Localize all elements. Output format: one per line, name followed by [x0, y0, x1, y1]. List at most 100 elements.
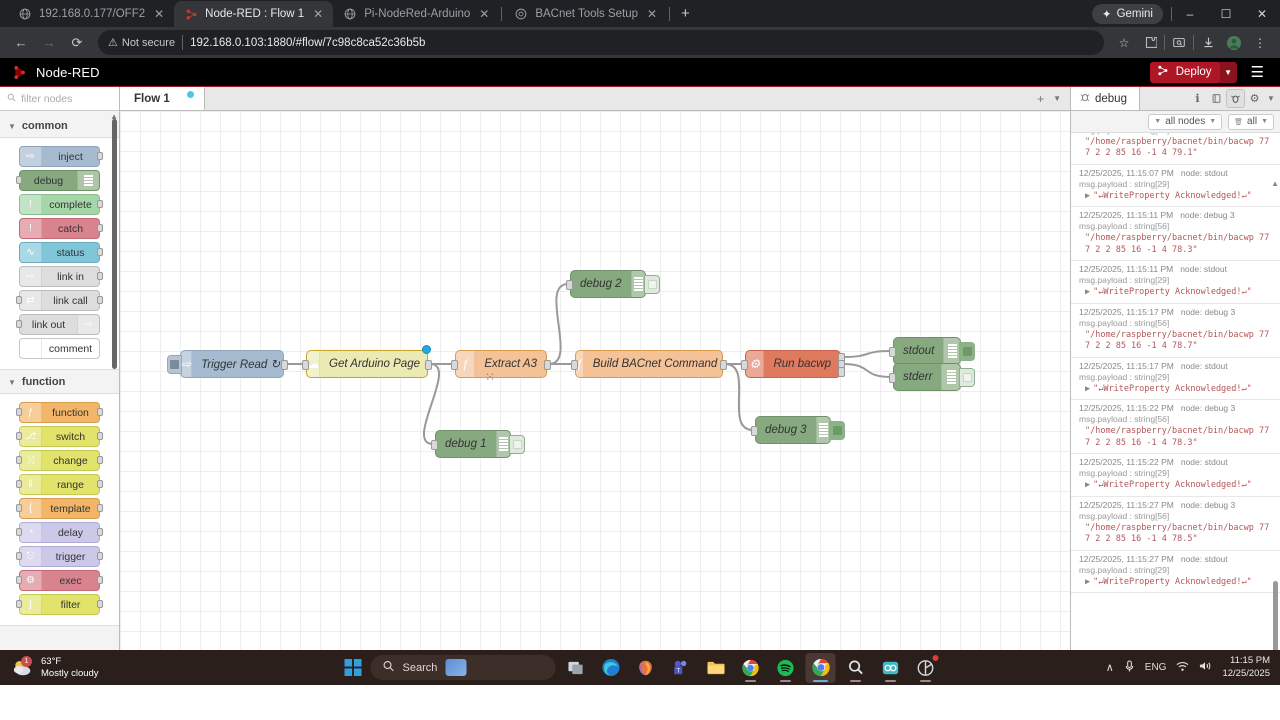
filter-nodes-dropdown[interactable]: ▼ all nodes ▼ — [1148, 113, 1223, 130]
palette-node-input-port[interactable] — [16, 432, 22, 440]
flow-node-input-port[interactable] — [889, 347, 896, 357]
palette-node-input-port[interactable] — [16, 552, 22, 560]
palette-node-input-port[interactable] — [16, 456, 22, 464]
flow-node-stdout[interactable]: stdout — [889, 337, 975, 365]
star-icon[interactable]: ☆ — [1118, 35, 1130, 50]
flow-node-input-port[interactable] — [741, 360, 748, 370]
flow-node-output-port[interactable] — [425, 360, 432, 370]
weather-widget[interactable]: 1 63°F Mostly cloudy — [0, 655, 99, 680]
palette-node-output-port[interactable] — [97, 152, 103, 160]
palette-node-input-port[interactable] — [16, 320, 22, 328]
palette-node-output-port[interactable] — [97, 528, 103, 536]
flow-menu-icon[interactable]: ▼ — [1053, 94, 1061, 103]
debug-toggle-button[interactable] — [509, 435, 525, 454]
palette-node-input-port[interactable] — [16, 528, 22, 536]
palette-node-debug[interactable]: debug — [16, 170, 100, 191]
start-button[interactable] — [340, 655, 366, 681]
flow-tab-flow-1[interactable]: Flow 1 — [120, 87, 205, 110]
chevron-down-icon[interactable]: ▼ — [1267, 94, 1275, 103]
palette-node-link-in[interactable]: ⇨link in — [19, 266, 103, 287]
palette-node-status[interactable]: ∿status — [19, 242, 103, 263]
palette-node-input-port[interactable] — [16, 296, 22, 304]
flow-node-stderr[interactable]: stderr — [889, 363, 975, 391]
tray-overflow-icon[interactable]: ∧ — [1105, 662, 1114, 674]
profile-avatar-icon[interactable] — [1222, 31, 1246, 55]
file-explorer-icon[interactable] — [701, 653, 731, 683]
debug-toggle-button[interactable] — [959, 342, 975, 361]
flow-node-debug-3[interactable]: debug 3 — [751, 416, 845, 444]
copilot-icon[interactable] — [631, 653, 661, 683]
info-icon[interactable]: ℹ — [1195, 93, 1200, 105]
flow-node-debug-2[interactable]: debug 2 — [566, 270, 660, 298]
not-secure-indicator[interactable]: ⚠ Not secure — [108, 36, 175, 50]
search-app-icon[interactable] — [841, 653, 871, 683]
mic-icon[interactable] — [1124, 659, 1135, 676]
palette-category-common[interactable]: ▼common — [0, 114, 119, 137]
expand-arrow-icon[interactable]: ▶ — [1085, 287, 1091, 298]
debug-toggle-button[interactable] — [644, 275, 660, 294]
palette-node-output-port[interactable] — [97, 552, 103, 560]
sidebar-tab-debug[interactable]: debug — [1071, 87, 1140, 110]
maximize-button[interactable]: ☐ — [1220, 6, 1232, 21]
flow-node-input-port[interactable] — [889, 373, 896, 383]
flow-node-input-port[interactable] — [751, 426, 758, 436]
palette-node-output-port[interactable] — [97, 296, 103, 304]
palette-node-range[interactable]: ‖range — [16, 474, 103, 495]
teams-icon[interactable]: T — [666, 653, 696, 683]
chrome-icon[interactable] — [736, 653, 766, 683]
scroll-up-arrow[interactable]: ▲ — [110, 112, 118, 121]
inject-trigger-button[interactable] — [167, 355, 182, 374]
flow-node-input-port[interactable] — [431, 440, 438, 450]
flow-node-debug-1[interactable]: debug 1 — [431, 430, 525, 458]
volume-icon[interactable] — [1199, 660, 1212, 675]
close-icon[interactable]: ✕ — [647, 7, 658, 21]
expand-arrow-icon[interactable]: ▶ — [1085, 190, 1091, 201]
palette-node-catch[interactable]: !catch — [19, 218, 103, 239]
palette-node-delay[interactable]: ◔delay — [16, 522, 103, 543]
flow-node-output-port[interactable] — [720, 360, 727, 370]
deploy-dropdown-button[interactable]: ▼ — [1219, 61, 1237, 83]
expand-arrow-icon[interactable]: ▶ — [1085, 383, 1091, 394]
download-icon[interactable] — [1196, 31, 1220, 55]
palette-node-inject[interactable]: ⇨inject — [19, 146, 103, 167]
debug-scrollbar[interactable] — [1273, 581, 1278, 663]
flow-node-run-bacwp[interactable]: ⚙Run bacwp — [741, 350, 845, 378]
palette-search-input[interactable]: filter nodes — [0, 87, 119, 111]
palette-node-comment[interactable]: ▭comment — [19, 338, 100, 359]
clear-messages-dropdown[interactable]: 🗑 all ▼ — [1228, 113, 1274, 130]
close-icon[interactable]: ✕ — [479, 7, 490, 21]
close-icon[interactable]: ✕ — [154, 7, 165, 21]
palette-node-output-port[interactable] — [97, 224, 103, 232]
close-icon[interactable]: ✕ — [313, 7, 324, 21]
flow-node-input-port[interactable] — [566, 280, 573, 290]
expand-arrow-icon[interactable]: ▶ — [1085, 480, 1091, 491]
add-flow-button[interactable]: + — [1037, 91, 1045, 106]
palette-node-output-port[interactable] — [97, 200, 103, 208]
palette-node-complete[interactable]: !complete — [19, 194, 103, 215]
palette-node-template[interactable]: {template — [16, 498, 103, 519]
task-view-icon[interactable] — [561, 653, 591, 683]
spotify-icon[interactable] — [771, 653, 801, 683]
book-icon[interactable] — [1207, 89, 1226, 108]
palette-node-link-out[interactable]: link out⇨ — [16, 314, 100, 335]
chrome-active-icon[interactable] — [805, 652, 836, 683]
minimize-button[interactable]: – — [1186, 6, 1194, 21]
settings-icon[interactable] — [911, 653, 941, 683]
forward-icon[interactable]: → — [42, 35, 56, 50]
taskbar-clock[interactable]: 11:15 PM 12/25/2025 — [1222, 655, 1270, 680]
flow-node-input-port[interactable] — [571, 360, 578, 370]
browser-tab-1[interactable]: Node-RED : Flow 1 ✕ — [174, 1, 334, 27]
browser-tab-0[interactable]: 192.168.0.177/OFF2 ✕ — [8, 1, 174, 27]
language-indicator[interactable]: ENG — [1144, 662, 1167, 673]
palette-category-function[interactable]: ▼function — [0, 370, 119, 393]
palette-node-output-port[interactable] — [97, 456, 103, 464]
